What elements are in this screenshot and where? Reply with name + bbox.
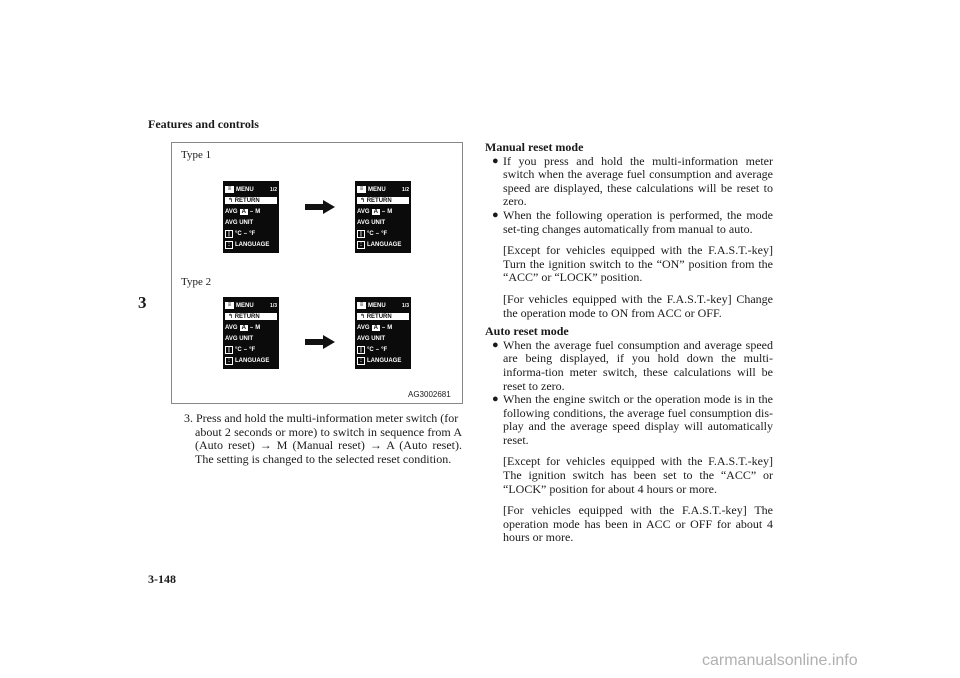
right-arrow-icon [305,200,335,214]
menu-icon: ≡ [357,186,366,193]
menu-icon: ≡ [357,302,366,309]
page-indicator: 1/2 [402,186,409,193]
avg-unit-label: AVG UNIT [357,335,386,342]
step-3-first-line: 3. Press and hold the multi-information … [184,411,459,425]
return-icon: ↰ [360,198,366,204]
temp-celsius: °C [367,346,374,353]
language-icon: : [225,240,233,249]
auto-reset-note-fast-key: [For vehicles equipped with the F.A.S.T.… [503,503,773,545]
avg-option-a: A [371,208,380,215]
auto-reset-note-standard-key: [Except for vehicles equipped with the F… [503,454,773,496]
return-item: ↰ RETURN [357,197,409,204]
page-indicator: 1/2 [270,186,277,193]
avg-option-a: A [239,324,248,331]
thermometer-icon: | [225,345,233,354]
return-item: ↰ RETURN [357,313,409,320]
manual-reset-bullet-2: When the following operation is performe… [485,208,773,236]
avg-unit-label: AVG UNIT [225,219,254,226]
language-label: LANGUAGE [367,357,402,364]
thermometer-icon: | [357,345,365,354]
avg-option-m: M [387,208,393,215]
return-item: ↰ RETURN [225,313,277,320]
avg-label: AVG [225,324,238,331]
temp-fahrenheit: °F [249,230,256,237]
return-icon: ↰ [360,314,366,320]
language-label: LANGUAGE [367,241,402,248]
type2-label: Type 2 [181,276,212,288]
temp-fahrenheit: °F [381,230,388,237]
temp-fahrenheit: °F [381,346,388,353]
avg-option-m: M [255,208,261,215]
avg-label: AVG [357,208,370,215]
language-icon: : [357,240,365,249]
menu-label: MENU [236,302,254,309]
auto-reset-bullet-2: When the engine switch or the operation … [485,392,773,447]
language-label: LANGUAGE [235,241,270,248]
manual-reset-bullet-1: If you press and hold the multi-informat… [485,154,773,209]
language-icon: : [357,356,365,365]
auto-reset-heading: Auto reset mode [485,324,569,339]
avg-option-a: A [371,324,380,331]
manual-reset-heading: Manual reset mode [485,140,584,154]
page-indicator: 1/3 [270,302,277,309]
avg-option-m: M [255,324,261,331]
avg-unit-label: AVG UNIT [225,335,254,342]
avg-unit-label: AVG UNIT [357,219,386,226]
page-number: 3-148 [148,572,176,586]
thermometer-icon: | [225,229,233,238]
figure-code: AG3002681 [408,390,451,399]
right-arrow-icon [305,335,335,349]
return-icon: ↰ [228,314,234,320]
watermark: carmanualsonline.info [702,652,858,669]
step-3-continuation: about 2 seconds or more) to switch in se… [195,424,462,466]
menu-label: MENU [368,302,386,309]
menu-icon: ≡ [225,302,234,309]
manual-reset-note-standard-key: [Except for vehicles equipped with the F… [503,243,773,285]
avg-label: AVG [225,208,238,215]
avg-option-a: A [239,208,248,215]
reset-modes-column: Manual reset mode If you press and hold … [485,140,773,545]
language-label: LANGUAGE [235,357,270,364]
section-header: Features and controls [148,117,259,131]
menu-icon: ≡ [225,186,234,193]
auto-reset-bullet-1: When the average fuel consumption and av… [485,338,773,393]
temp-fahrenheit: °F [249,346,256,353]
temp-celsius: °C [367,230,374,237]
return-icon: ↰ [228,198,234,204]
page-indicator: 1/3 [402,302,409,309]
language-icon: : [225,356,233,365]
manual-reset-note-fast-key: [For vehicles equipped with the F.A.S.T.… [503,291,773,320]
temp-celsius: °C [235,346,242,353]
chapter-tab: 3 [138,293,147,312]
avg-option-m: M [387,324,393,331]
menu-label: MENU [236,186,254,193]
menu-label: MENU [368,186,386,193]
return-item: ↰ RETURN [225,197,277,204]
temp-celsius: °C [235,230,242,237]
thermometer-icon: | [357,229,365,238]
type1-label: Type 1 [181,149,212,161]
avg-label: AVG [357,324,370,331]
step-3-instruction: 3. Press and hold the multi-information … [184,411,462,466]
